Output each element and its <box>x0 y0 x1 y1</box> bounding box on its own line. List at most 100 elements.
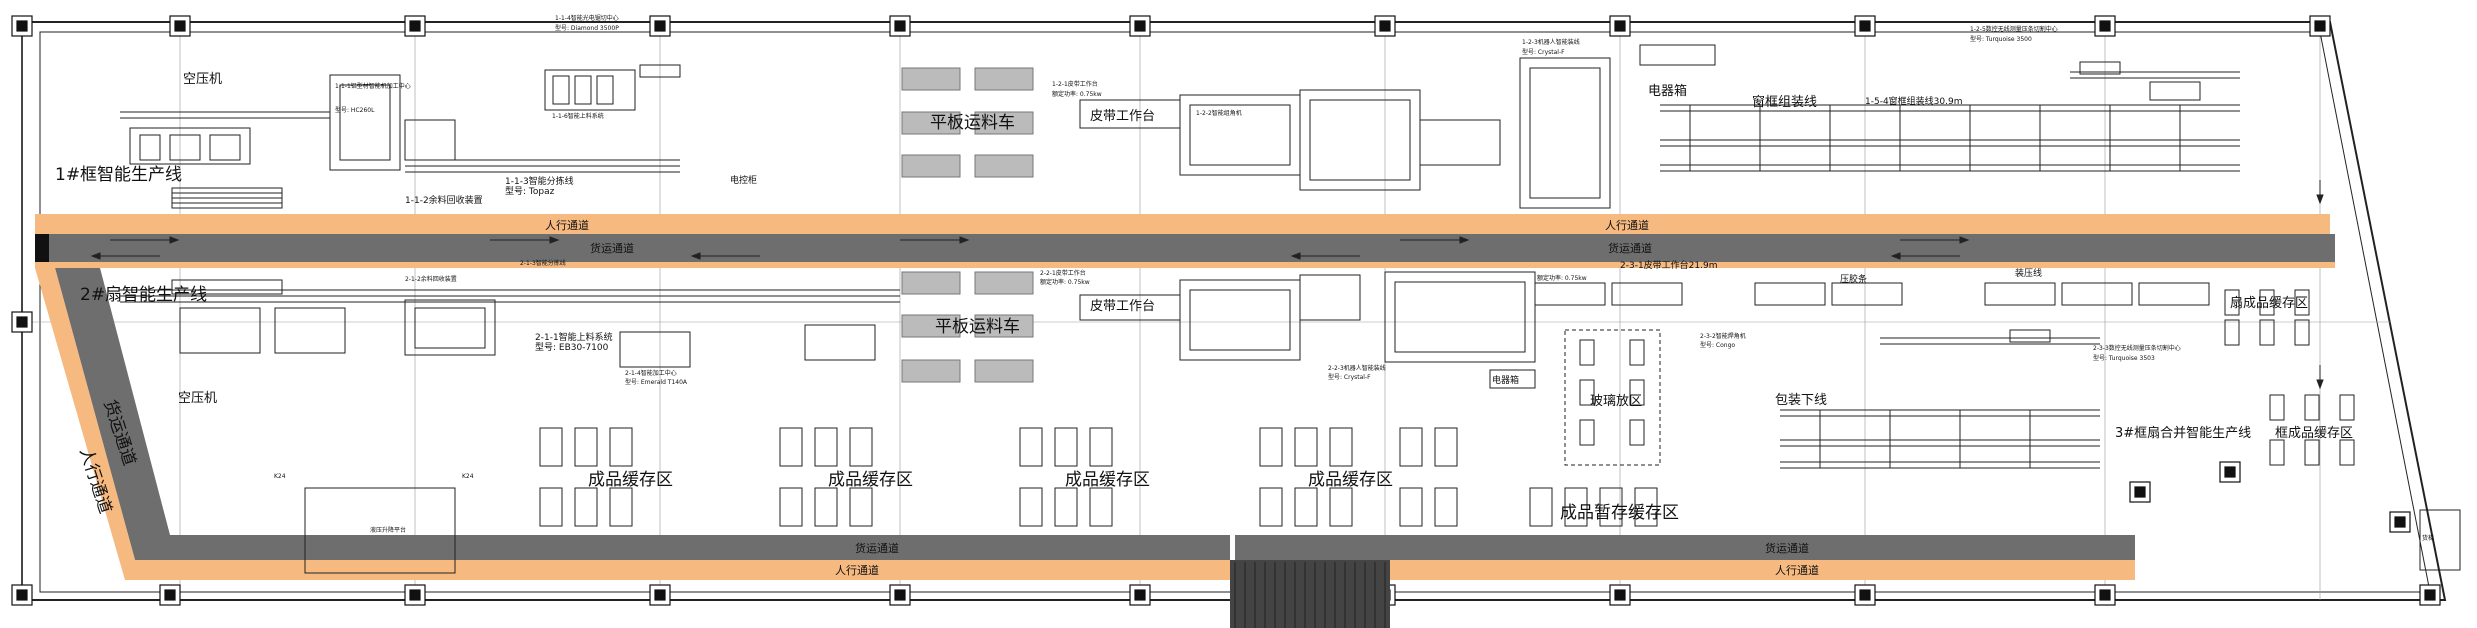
eq-2-3-2: 2-3-2智能焊角机 <box>1700 332 1746 340</box>
label-cargo-aisle-3: 货运通道 <box>855 541 899 555</box>
eq-1-1-6: 1-1-6智能上料系统 <box>552 112 604 120</box>
eq-2-3-1: 2-3-1皮带工作台21.9m <box>1620 259 1717 271</box>
outer-walls <box>21 21 2447 601</box>
entrance-hatch-lines <box>1234 562 1386 628</box>
label-people-aisle-bottom-2: 人行通道 <box>1775 563 1819 577</box>
eq-2-1-1: 2-1-1智能上料系统 <box>535 331 613 343</box>
hydraulic-lift-label: 液压升降平台 <box>370 526 406 534</box>
eq-2-2-3: 2-2-3机器人智能装线 <box>1328 364 1386 372</box>
eq-2-1-3: 2-1-3智能分拣线 <box>520 259 566 267</box>
cargo-elevator <box>2419 509 2461 571</box>
eq-1-2-3-model: 型号: Crystal-F <box>1522 48 1565 56</box>
eq-1-2-2: 1-2-2智能组角机 <box>1196 109 1242 117</box>
sash-finished-area-label: 扇成品缓存区 <box>2230 295 2308 311</box>
label-cargo-aisle-4: 货运通道 <box>1765 541 1809 555</box>
entrance-hatch <box>1230 560 1390 628</box>
eq-1-1-2: 1-1-2余料回收装置 <box>405 194 483 206</box>
press-line-label: 压胶条 <box>1840 273 1867 285</box>
pack-line-label: 包装下线 <box>1775 393 1827 408</box>
air-compressor-1: 空压机 <box>183 72 222 87</box>
machine-2-2-2 <box>1179 279 1301 361</box>
finished-buffer-label-4: 成品缓存区 <box>1308 470 1393 490</box>
eq-2-2-3-model: 型号: Crystal-F <box>1328 373 1371 381</box>
line-2-title: 2#扇智能生产线 <box>80 285 207 305</box>
electrical-cabinet-label-1: 电器箱 <box>1648 83 1687 99</box>
machine-1-1-1 <box>129 127 251 165</box>
air-compressor-2: 空压机 <box>178 391 217 406</box>
pillar-row-bottom <box>11 584 2441 606</box>
eq-2-1-2: 2-1-2余料回收装置 <box>405 275 457 283</box>
electrical-cabinet-label-2: 电器箱 <box>1492 374 1519 386</box>
eq-2-3-3-model: 型号: Turquoise 3503 <box>2093 354 2155 362</box>
eq-2-3-2-model: 型号: Congo <box>1700 341 1735 349</box>
building-outline <box>21 21 2447 601</box>
frame-assembly-line-1-5-4 <box>1660 104 2240 172</box>
machine-1-2-2b <box>1299 89 1421 191</box>
machine-2-1-1b <box>274 307 346 354</box>
window-frame-assembly-label: 窗框组装线 <box>1752 94 1817 110</box>
aisle-arrows <box>90 180 2324 390</box>
machine-2-1-3 <box>404 299 496 356</box>
eq-1-2-5: 1-2-5数控无线测量压条切割中心 <box>1970 25 2058 33</box>
side-panel-label: 电控柜 <box>730 174 757 186</box>
press-line-2-label: 装压线 <box>2015 267 2042 279</box>
eq-1-2-5-model: 型号: Turquoise 3500 <box>1970 35 2032 43</box>
people-aisle-diagonal <box>35 268 1235 580</box>
material-rack-2 <box>171 279 283 295</box>
eq-1-2-1: 1-2-1皮带工作台 <box>1052 80 1098 88</box>
eq-1-5-4: 1-5-4窗框组装线30.9m <box>1865 95 1962 107</box>
people-aisle-bottom-right <box>1235 560 2135 580</box>
aisles <box>35 180 2335 628</box>
pillar-row-middle <box>11 311 2411 533</box>
line-1-title: 1#框智能生产线 <box>55 165 182 185</box>
machine-1-1-1-cnc <box>329 74 401 171</box>
pillar-row-top <box>11 15 2331 37</box>
eq-1-1-1: 1-1-1铝型材智能机加工中心 <box>335 82 411 90</box>
belt-table-label-1: 皮带工作台 <box>1090 109 1155 124</box>
cargo-aisle-diagonal <box>55 268 1230 560</box>
buffer-racks <box>304 289 2461 574</box>
machine-2-1-6 <box>804 324 876 361</box>
people-aisle-strip <box>35 262 2335 268</box>
eq-2-1-4: 2-1-4智能加工中心 <box>625 369 677 377</box>
eq-1-2-3: 1-2-3机器人智能装线 <box>1522 38 1580 46</box>
glass-area-label: 玻璃放区 <box>1590 394 1642 409</box>
machine-2-1-1a <box>179 307 261 354</box>
label-people-aisle-bottom-1: 人行通道 <box>835 563 879 577</box>
k24-label-1: K24 <box>274 473 286 480</box>
finished-buffer-label-1: 成品缓存区 <box>588 470 673 490</box>
k24-label-2: K24 <box>462 473 474 480</box>
machine-1-2-2 <box>1179 94 1301 176</box>
finished-buffer-label-3: 成品缓存区 <box>1065 470 1150 490</box>
cargo-elevator-label: 货梯 <box>2422 534 2434 542</box>
label-cargo-aisle-2: 货运通道 <box>1608 241 1652 255</box>
people-aisle-top <box>35 214 2330 234</box>
frame-finished-area-label: 框成品缓存区 <box>2275 426 2353 441</box>
eq-1-1-3: 1-1-3智能分拣线 <box>505 175 574 187</box>
label-cargo-aisle-1: 货运通道 <box>590 241 634 255</box>
belt-table-row-2-3-1 <box>1534 282 2210 306</box>
eq-2-1-1-model: 型号: EB30-7100 <box>535 342 609 353</box>
line-3-title: 3#框扇合并智能生产线 <box>2115 425 2251 441</box>
press-line-station <box>2149 81 2201 101</box>
line-1-equipment <box>120 44 2240 209</box>
label-people-aisle-top-1: 人行通道 <box>545 218 589 232</box>
belt-table-label-2: 皮带工作台 <box>1090 299 1155 314</box>
hydraulic-lift-platform <box>304 487 456 574</box>
eq-2-3-1-power: 额定功率: 0.75kw <box>1537 274 1587 282</box>
robot-cell-1-2-3 <box>1519 57 1611 209</box>
robot-cell-2-2-3 <box>1384 271 1536 363</box>
glass-area-box <box>1564 329 1661 466</box>
line-2-equipment <box>120 271 2210 469</box>
flat-cart-group-2 <box>901 271 1034 383</box>
column-grid <box>21 32 2390 600</box>
flat-cart-label-1: 平板运料车 <box>930 113 1015 133</box>
flat-cart-group-1 <box>901 67 1034 178</box>
flat-cart-label-2: 平板运料车 <box>935 317 1020 337</box>
electrical-cabinet-2 <box>1489 369 1536 389</box>
eq-2-3-3: 2-3-3数控无线测量压条切割中心 <box>2093 344 2181 352</box>
eq-1-1-4: 1-1-4智能光电锯切中心 <box>555 14 619 22</box>
aisle-hatch-left <box>35 234 49 262</box>
eq-1-1-4-model: 型号: Diamond 3500P <box>555 24 619 32</box>
eq-1-2-1-power: 额定功率: 0.75kw <box>1052 90 1102 98</box>
